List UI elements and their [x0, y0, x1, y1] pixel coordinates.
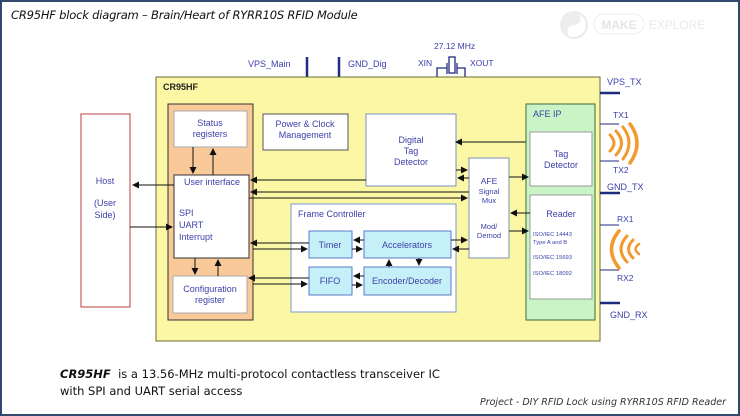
interrupt-label: Interrupt	[179, 232, 213, 242]
power-clock-block	[262, 113, 349, 151]
status-registers-label: Status	[197, 118, 223, 128]
power-clock-label: Power & Clock	[275, 119, 335, 129]
digital-tag-detector-label: Digital	[398, 135, 423, 145]
caption-line-1: CR95HF is a 13.56-MHz multi-protocol con…	[60, 366, 440, 383]
slide-title: CR95HF block diagram – Brain/Heart of RY…	[11, 8, 358, 22]
rx-wave-icon	[609, 229, 641, 270]
standard-14443-types: Type A and B	[533, 240, 567, 246]
afe-ip-title: AFE IP	[533, 109, 562, 119]
caption-description: is a 13.56-MHz multi-protocol contactles…	[110, 367, 440, 381]
host-label-3: Side)	[94, 210, 115, 220]
pin-xin-label: XIN	[418, 58, 432, 68]
configuration-register-label-2: register	[195, 295, 225, 305]
yin-yang-icon	[560, 11, 588, 39]
digital-tag-detector-label-3: Detector	[394, 157, 428, 167]
afe-mux-label-3: Mux	[482, 196, 496, 205]
accelerators-block	[363, 230, 452, 259]
digital-tag-detector-block	[365, 113, 457, 187]
timer-block	[308, 230, 353, 259]
uart-label: UART	[179, 220, 204, 230]
standard-15693: ISO/IEC 15693	[533, 255, 572, 261]
frame-controller-title: Frame Controller	[298, 209, 366, 219]
watermark-logo: MAKE EXPLORE	[560, 11, 706, 39]
reader-title: Reader	[546, 209, 576, 219]
pin-gnd-tx-label: GND_TX	[607, 182, 644, 192]
encoder-decoder-block	[363, 266, 452, 296]
afe-mux-label-4: Mod/	[481, 222, 499, 231]
fifo-label: FIFO	[320, 276, 341, 286]
host-label: Host	[96, 176, 115, 186]
afe-mux-label: AFE	[481, 176, 498, 186]
pin-gnd-rx-label: GND_RX	[610, 310, 648, 320]
reader-block	[529, 194, 593, 300]
pin-vps-tx-label: VPS_TX	[607, 77, 642, 87]
standard-14443: ISO/IEC 14443	[533, 232, 572, 238]
caption: CR95HF is a 13.56-MHz multi-protocol con…	[60, 366, 440, 400]
pin-tx1-label: TX1	[613, 110, 629, 120]
spi-label: SPI	[179, 208, 194, 218]
tag-detector-block	[529, 131, 593, 187]
standard-18092: ISO/IEC 18092	[533, 271, 572, 277]
afe-mux-label-5: Demod	[477, 231, 501, 240]
pin-rx1-label: RX1	[617, 214, 634, 224]
crystal-icon	[436, 56, 466, 78]
caption-chip-name: CR95HF	[60, 367, 111, 381]
encoder-decoder-label: Encoder/Decoder	[372, 276, 442, 286]
pin-vps-main-label: VPS_Main	[248, 59, 291, 69]
watermark-make: MAKE	[601, 18, 636, 32]
tag-detector-label: Tag	[554, 149, 569, 159]
fifo-block	[308, 266, 353, 296]
afe-mux-label-2: Signal	[479, 187, 500, 196]
afe-signal-mux-block	[468, 157, 510, 259]
pin-xout-label: XOUT	[470, 58, 494, 68]
timer-label: Timer	[319, 240, 342, 250]
pin-rx2-label: RX2	[617, 273, 634, 283]
configuration-register-block	[172, 275, 248, 314]
tx-wave-icon	[608, 122, 639, 165]
user-interface-block	[173, 174, 250, 259]
host-block	[80, 113, 131, 308]
crystal-frequency-label: 27.12 MHz	[434, 41, 475, 51]
configuration-register-label: Configuration	[183, 284, 237, 294]
host-label-2: (User	[94, 198, 116, 208]
status-registers-label-2: registers	[193, 129, 228, 139]
chip-label: CR95HF	[163, 82, 199, 92]
footer-project-label: Project - DIY RFID Lock using RYRR10S RF…	[479, 397, 726, 408]
caption-line-2: with SPI and UART serial access	[60, 384, 243, 398]
user-interface-title: User interface	[184, 177, 240, 187]
pin-tx2-label: TX2	[613, 165, 629, 175]
power-clock-label-2: Management	[279, 130, 332, 140]
accelerators-label: Accelerators	[382, 240, 433, 250]
tag-detector-label-2: Detector	[544, 160, 578, 170]
watermark-explore: EXPLORE	[649, 18, 706, 32]
digital-tag-detector-label-2: Tag	[404, 146, 419, 156]
pin-gnd-dig-label: GND_Dig	[348, 59, 387, 69]
status-registers-block	[173, 110, 248, 148]
